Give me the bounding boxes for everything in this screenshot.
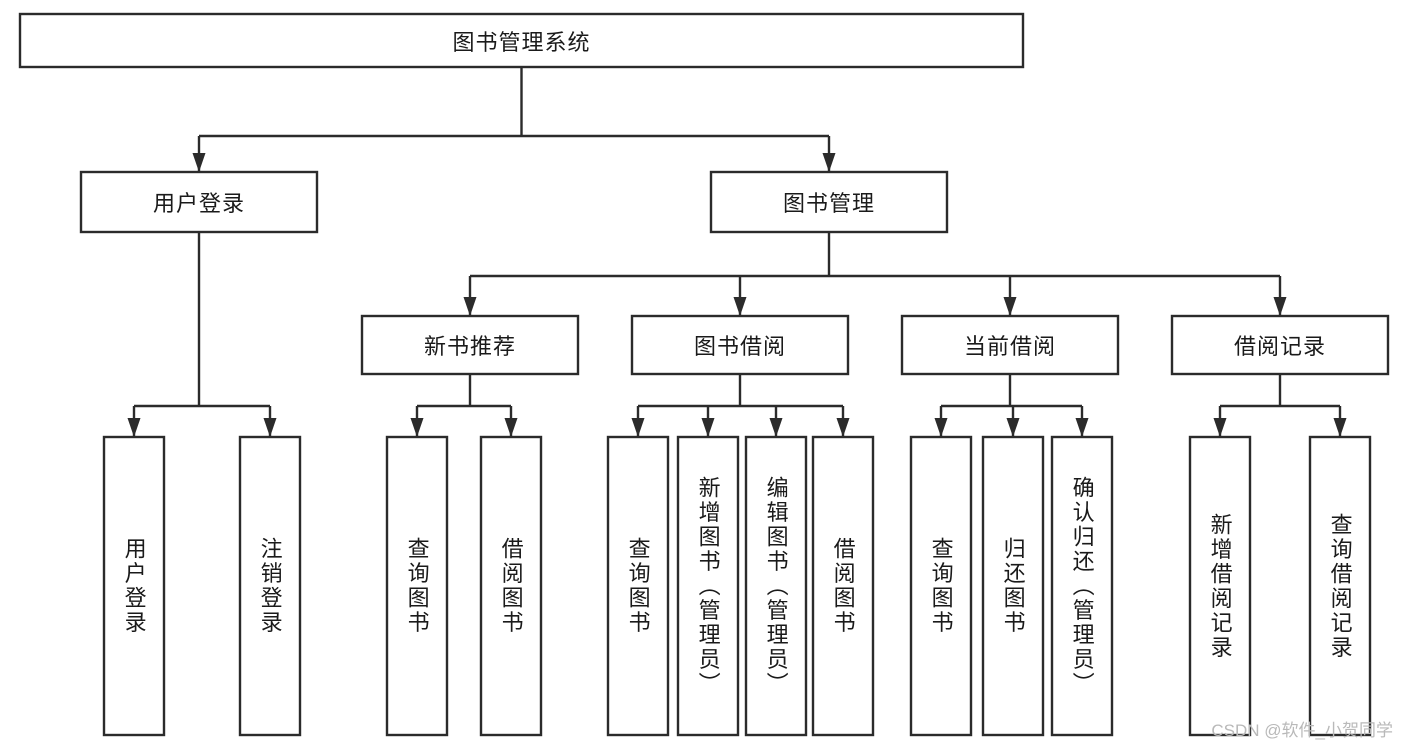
arrow-head-icon — [1075, 418, 1089, 437]
arrow-head-icon — [733, 297, 747, 316]
csdn-watermark: CSDN @软件_小贺同学 — [1211, 721, 1393, 740]
node-box-leaf-query-book-2[interactable] — [606, 435, 670, 737]
node-box-leaf-query-record[interactable] — [1308, 435, 1372, 737]
arrow-head-icon — [504, 418, 518, 437]
arrow-head-icon — [1213, 418, 1227, 437]
arrow-head-icon — [769, 418, 783, 437]
arrow-head-icon — [934, 418, 948, 437]
node-box-new-book-recommend[interactable] — [360, 314, 580, 376]
arrow-head-icon — [463, 297, 477, 316]
arrow-head-icon — [1333, 418, 1347, 437]
arrow-head-icon — [127, 418, 141, 437]
node-box-current-borrow[interactable] — [900, 314, 1120, 376]
node-box-leaf-confirm-return[interactable] — [1050, 435, 1114, 737]
arrow-head-icon — [192, 153, 206, 172]
arrow-head-icon — [263, 418, 277, 437]
arrow-head-icon — [1003, 297, 1017, 316]
node-box-book-manage[interactable] — [709, 170, 949, 234]
arrow-head-icon — [410, 418, 424, 437]
node-layer — [18, 12, 1390, 737]
arrow-head-icon — [1006, 418, 1020, 437]
node-box-leaf-user-login[interactable] — [102, 435, 166, 737]
connector-layer — [127, 67, 1347, 437]
node-box-book-borrow[interactable] — [630, 314, 850, 376]
node-box-user-login[interactable] — [79, 170, 319, 234]
node-box-root[interactable] — [18, 12, 1025, 69]
arrow-head-icon — [631, 418, 645, 437]
node-box-leaf-borrow-book-2[interactable] — [811, 435, 875, 737]
node-box-leaf-query-book-1[interactable] — [385, 435, 449, 737]
node-box-leaf-add-book[interactable] — [676, 435, 740, 737]
node-box-borrow-record[interactable] — [1170, 314, 1390, 376]
node-box-leaf-edit-book[interactable] — [744, 435, 808, 737]
arrow-head-icon — [701, 418, 715, 437]
arrow-head-icon — [822, 153, 836, 172]
node-box-leaf-add-record[interactable] — [1188, 435, 1252, 737]
node-box-leaf-return-book[interactable] — [981, 435, 1045, 737]
node-box-leaf-borrow-book-1[interactable] — [479, 435, 543, 737]
arrow-head-icon — [836, 418, 850, 437]
node-box-leaf-query-book-3[interactable] — [909, 435, 973, 737]
node-box-leaf-logout[interactable] — [238, 435, 302, 737]
arrow-head-icon — [1273, 297, 1287, 316]
